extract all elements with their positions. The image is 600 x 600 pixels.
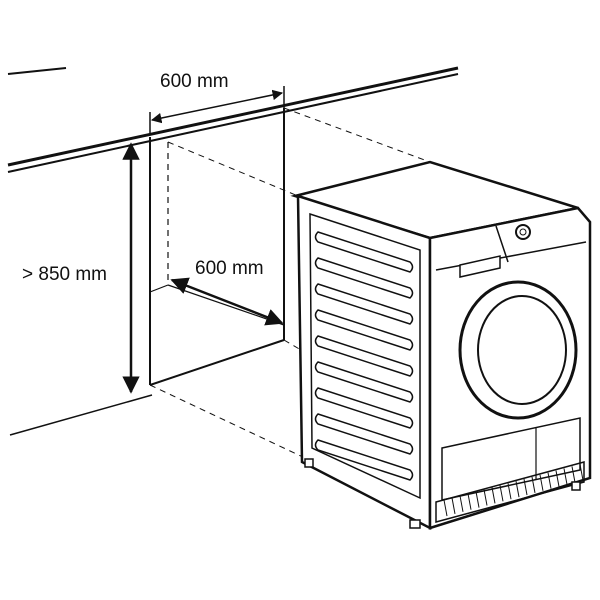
grille-slat [507, 483, 512, 500]
grille-slat [491, 487, 496, 504]
grille-slat [467, 493, 472, 510]
grille-slat [539, 474, 544, 491]
side-rib [314, 413, 414, 455]
grille-slat [563, 468, 568, 485]
side-rib [314, 439, 414, 481]
height-label: > 850 mm [22, 264, 108, 285]
grille-slats [443, 464, 584, 517]
tumble-dryer-illustration [290, 160, 592, 531]
side-rib [314, 387, 414, 429]
grille-slat [579, 464, 584, 481]
grille-slat [499, 485, 504, 502]
niche-outline [149, 108, 285, 386]
side-ribs [314, 231, 414, 481]
depth-label: 600 mm [195, 258, 264, 279]
width-dimension [149, 86, 285, 135]
grille-slat [547, 472, 552, 489]
side-rib [314, 361, 414, 403]
grille-slat [483, 489, 488, 506]
grille-slat [475, 491, 480, 508]
depth-dimension [170, 277, 284, 326]
grille-slat [459, 495, 464, 512]
grille-slat [555, 470, 560, 487]
grille-slat [531, 476, 536, 493]
side-rib [314, 335, 414, 377]
side-rib [314, 309, 414, 351]
grille-slat [571, 466, 576, 483]
width-label: 600 mm [160, 71, 229, 92]
grille-slat [443, 499, 448, 517]
grille-slat [523, 478, 528, 496]
grille-slat [451, 497, 456, 514]
side-rib [314, 283, 414, 325]
grille-slat [515, 481, 520, 498]
side-rib [314, 257, 414, 299]
side-rib [314, 231, 414, 273]
